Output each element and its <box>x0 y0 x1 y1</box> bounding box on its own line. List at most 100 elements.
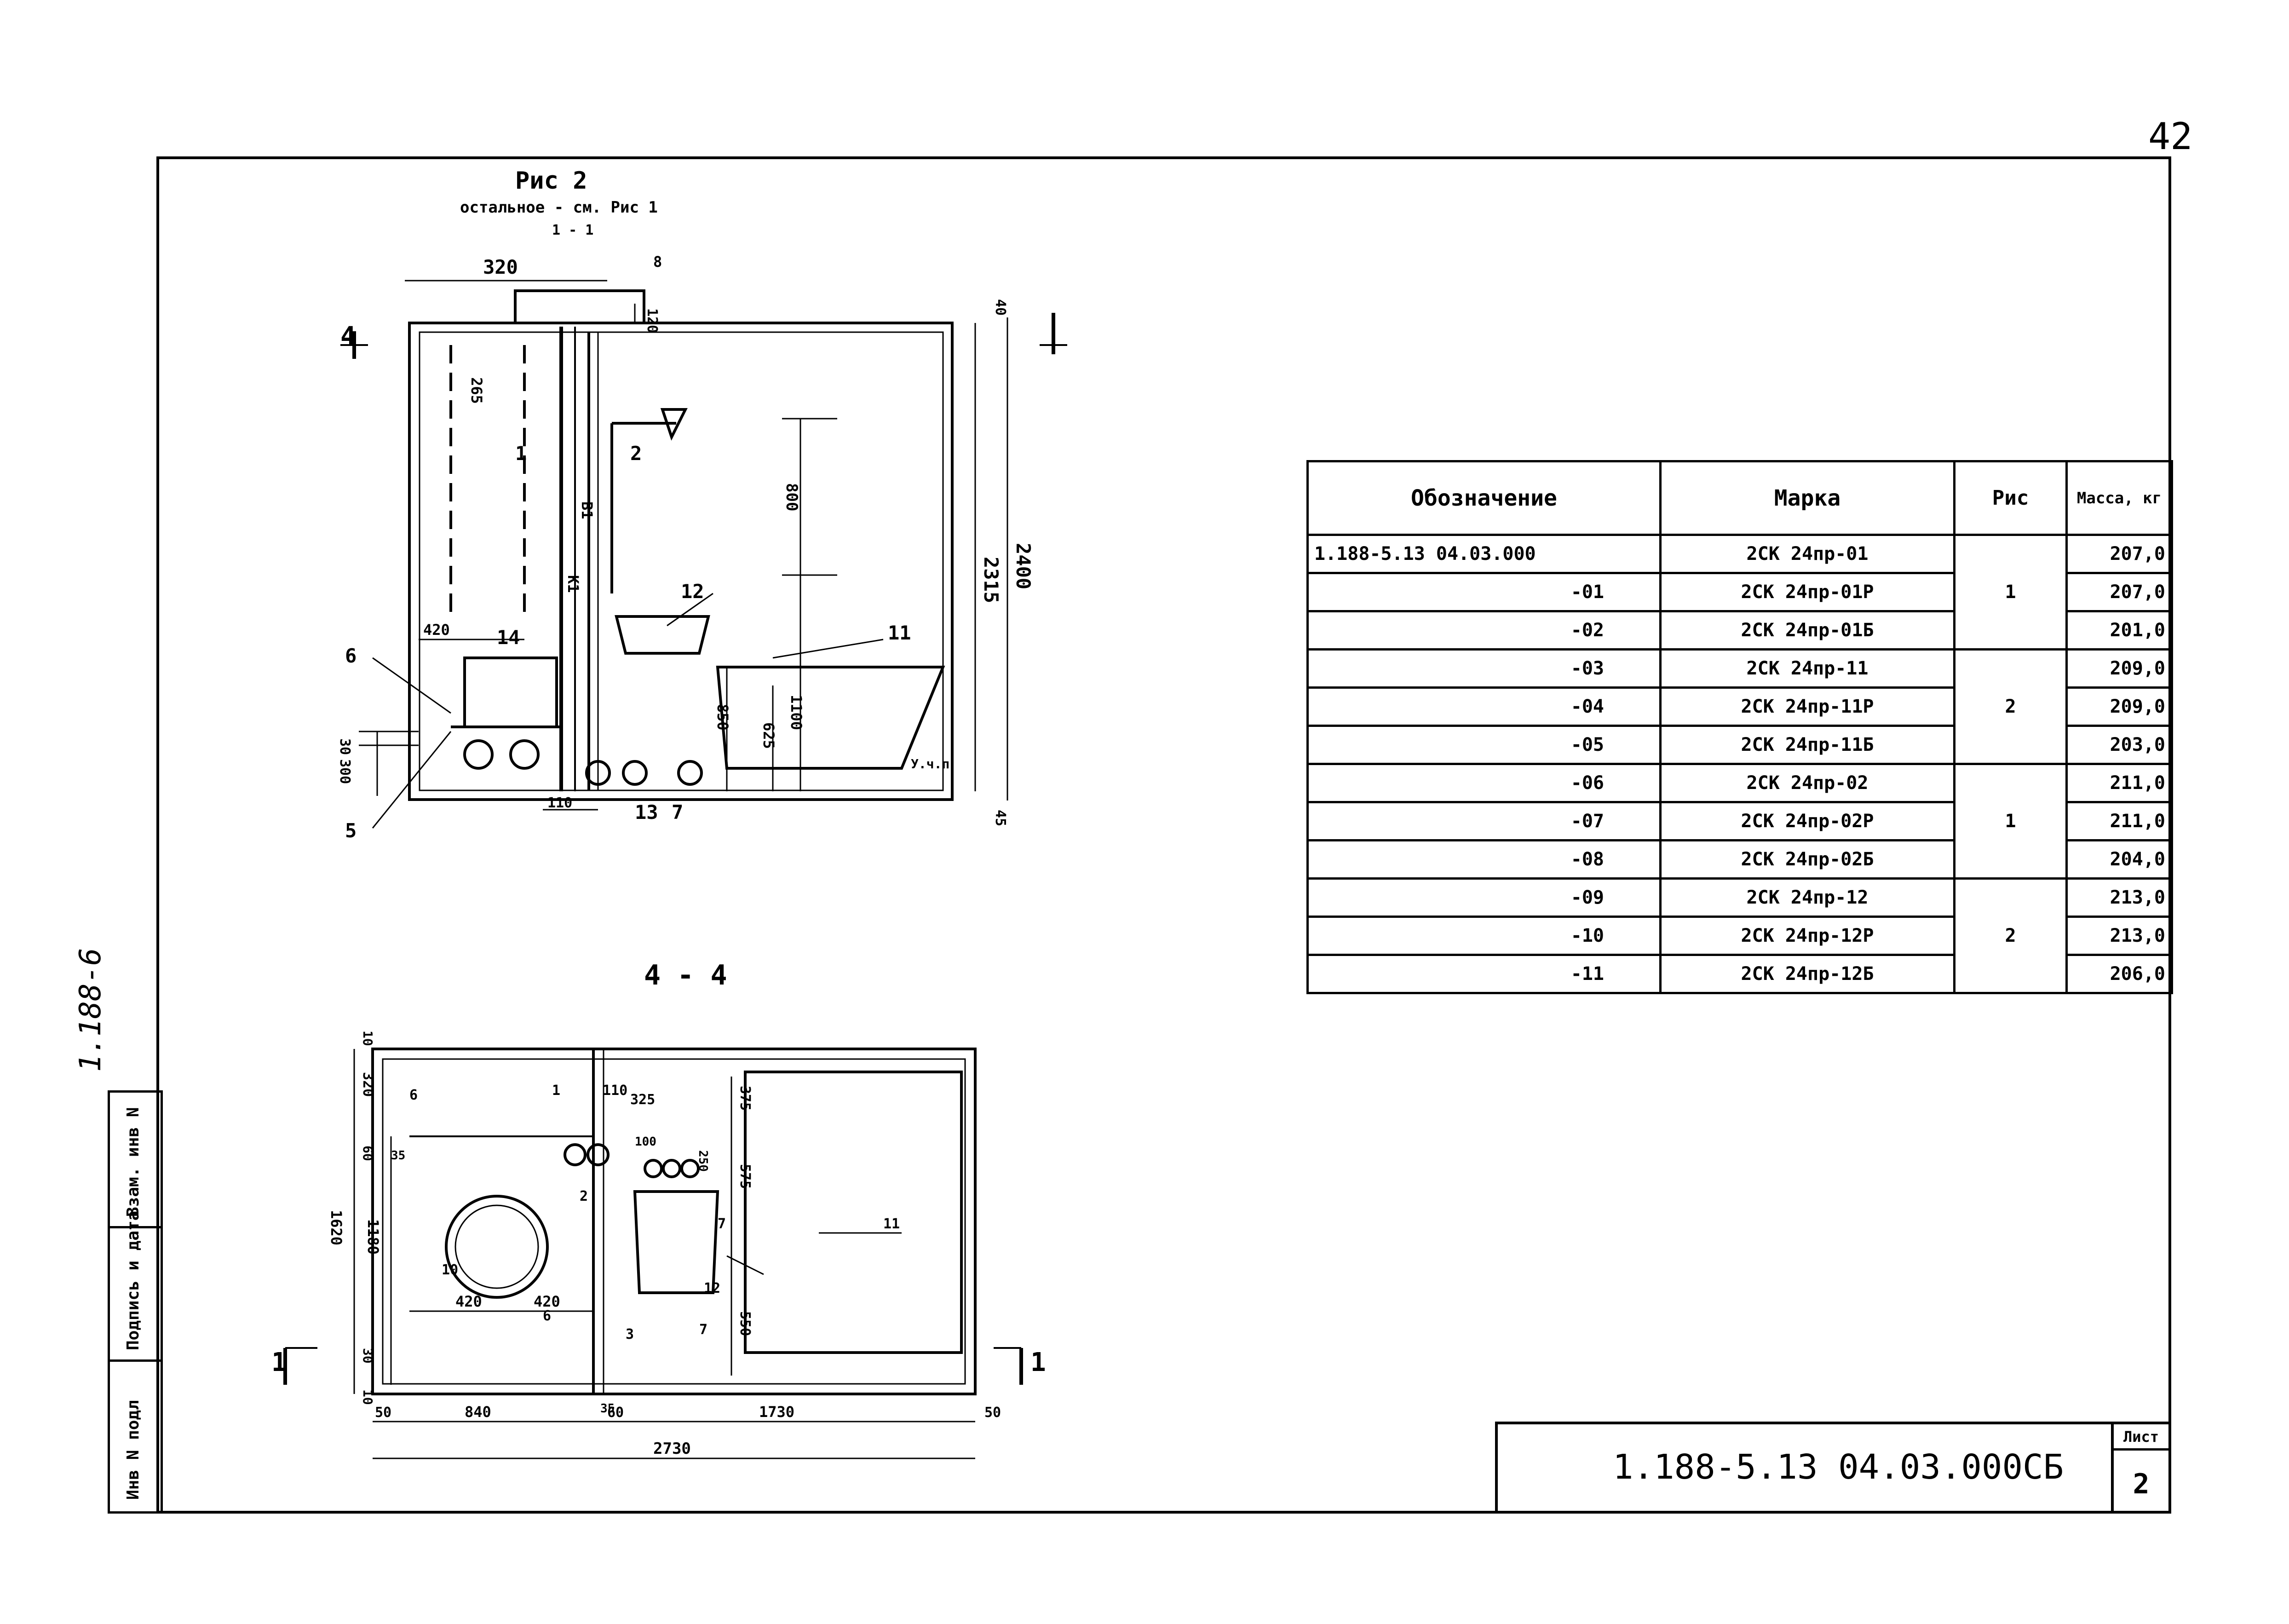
cell-marka: 2СК 24пр-12 <box>1659 877 1955 918</box>
label-12: 12 <box>681 580 704 603</box>
label-2: 2 <box>630 442 642 465</box>
dim-10-top: 10 <box>360 1031 375 1046</box>
cell-ris: 2 <box>1953 648 2068 765</box>
dim-2315: 2315 <box>980 557 1002 603</box>
label-12-plan: 12 <box>704 1280 720 1296</box>
table-row: -01 2СК 24пр-01Р 207,0 <box>1306 572 2173 612</box>
cell-ris: 1 <box>1953 534 2068 651</box>
dim-1180: 1180 <box>364 1219 382 1255</box>
dim-50-right: 50 <box>984 1405 1001 1421</box>
label-11: 11 <box>888 622 911 644</box>
label-10: 10 <box>442 1262 458 1278</box>
cell-marka: 2СК 24пр-11Р <box>1659 686 1955 727</box>
cell-marka: 2СК 24пр-01 <box>1659 534 1955 574</box>
cabin-outline <box>408 322 954 801</box>
side-stamp: Инв N подл Подпись и дата Взам. инв N <box>108 1090 163 1514</box>
label-11-plan: 11 <box>883 1216 900 1232</box>
cut-1-right: 1 <box>1030 1348 1046 1377</box>
dim-250: 250 <box>696 1150 710 1172</box>
section-4-left: 4 <box>340 322 356 351</box>
dim-850: 850 <box>714 704 731 731</box>
table-row: 1.188-5.13 04.03.000 2СК 24пр-01 1 207,0 <box>1306 534 2173 651</box>
cell-marka: 2СК 24пр-11 <box>1659 648 1955 689</box>
table-row: -10 2СК 24пр-12Р 213,0 <box>1306 916 2173 956</box>
spec-table: Обозначение Марка Рис Масса, кг 1.188-5.… <box>1306 460 2173 994</box>
cell-oboz: -02 <box>1306 610 1662 651</box>
label-7-plan-a: 7 <box>718 1216 726 1232</box>
cell-massa: 209,0 <box>2065 648 2173 689</box>
dim-60-plan: 60 <box>360 1146 375 1161</box>
label-3-plan: 3 <box>626 1326 634 1342</box>
uchp-label: У.ч.п <box>911 756 949 772</box>
cell-massa: 209,0 <box>2065 686 2173 727</box>
document-code: 1.188-5.13 04.03.000СБ <box>1613 1447 2064 1487</box>
header-ris: Рис <box>1953 460 2068 536</box>
table-row: -09 2СК 24пр-12 2 213,0 <box>1306 877 2173 994</box>
dim-625: 625 <box>760 722 777 749</box>
side-code: 1.188-6 <box>74 948 108 1072</box>
table-row: -08 2СК 24пр-02Б 204,0 <box>1306 839 2173 880</box>
table-row: -03 2СК 24пр-11 2 209,0 <box>1306 648 2173 765</box>
dim-420-right: 420 <box>534 1293 560 1310</box>
dim-300: 300 <box>337 759 353 784</box>
header-marka: Марка <box>1659 460 1955 536</box>
label-6: 6 <box>345 645 357 667</box>
label-8: 8 <box>653 253 662 271</box>
dim-30: 30 <box>337 738 353 755</box>
dim-375: 375 <box>737 1086 753 1111</box>
title-block: 1.188-5.13 04.03.000СБ Лист 2 <box>1495 1422 2171 1514</box>
header-oboznachenie: Обозначение <box>1306 460 1662 536</box>
label-k1: К1 <box>564 575 582 593</box>
fig2-title: Рис 2 <box>515 167 587 195</box>
cell-massa: 211,0 <box>2065 763 2173 803</box>
cell-oboz: 1.188-5.13 04.03.000 <box>1306 534 1662 574</box>
sheet-box: Лист 2 <box>2111 1424 2168 1511</box>
dim-320-plan: 320 <box>360 1072 376 1097</box>
table-row: -02 2СК 24пр-01Б 201,0 <box>1306 610 2173 651</box>
washbasin-icon <box>615 615 710 655</box>
cell-ris: 1 <box>1953 763 2068 880</box>
table-row: -04 2СК 24пр-11Р 209,0 <box>1306 686 2173 727</box>
sheet-number: 2 <box>2133 1468 2150 1500</box>
label-13: 13 <box>635 801 658 824</box>
cell-marka: 2СК 24пр-11Б <box>1659 725 1955 765</box>
cell-oboz: -10 <box>1306 916 1662 956</box>
cell-massa: 211,0 <box>2065 801 2173 841</box>
cell-massa: 213,0 <box>2065 877 2173 918</box>
figure-section-4-4: 4 - 4 10 320 1 110 325 375 60 35 6 100 2… <box>271 959 1046 1459</box>
side-stamp-divider <box>110 1226 161 1228</box>
cell-marka: 2СК 24пр-02Р <box>1659 801 1955 841</box>
dim-840: 840 <box>465 1403 491 1421</box>
dim-2400: 2400 <box>1012 543 1035 589</box>
dim-30-plan: 30 <box>360 1348 375 1364</box>
cell-oboz: -08 <box>1306 839 1662 880</box>
cut-1-left: 1 <box>271 1348 287 1377</box>
cell-marka: 2СК 24пр-12Р <box>1659 916 1955 956</box>
cell-oboz: -04 <box>1306 686 1662 727</box>
cell-marka: 2СК 24пр-01Б <box>1659 610 1955 651</box>
cell-oboz: -11 <box>1306 954 1662 994</box>
cell-oboz: -01 <box>1306 572 1662 612</box>
dim-110-plan: 110 <box>603 1083 627 1099</box>
dim-1620: 1620 <box>328 1210 345 1245</box>
dim-265: 265 <box>468 377 485 404</box>
dim-10-bottom: 10 <box>360 1389 375 1405</box>
label-2-plan: 2 <box>580 1188 588 1204</box>
label-7-plan-b: 7 <box>699 1322 707 1338</box>
label-6-plan-b: 6 <box>543 1308 551 1324</box>
table-row: -06 2СК 24пр-02 1 211,0 <box>1306 763 2173 880</box>
figure-ris2: Рис 2 остальное - см. Рис 1 1 - 1 8 320 … <box>337 167 1067 842</box>
dim-35-bottom: 35 <box>600 1402 615 1416</box>
dim-1100: 1100 <box>788 695 805 730</box>
dim-2730: 2730 <box>653 1440 691 1458</box>
cell-oboz: -05 <box>1306 725 1662 765</box>
label-7: 7 <box>672 801 683 824</box>
cell-massa: 201,0 <box>2065 610 2173 651</box>
section-4-4-title: 4 - 4 <box>644 959 727 991</box>
cell-massa: 206,0 <box>2065 954 2173 994</box>
cell-ris: 2 <box>1953 877 2068 994</box>
label-14: 14 <box>497 626 520 649</box>
cut-mark-top: 1 - 1 <box>552 222 593 238</box>
table-row: -05 2СК 24пр-11Б 203,0 <box>1306 725 2173 765</box>
dim-50-left: 50 <box>375 1405 391 1421</box>
